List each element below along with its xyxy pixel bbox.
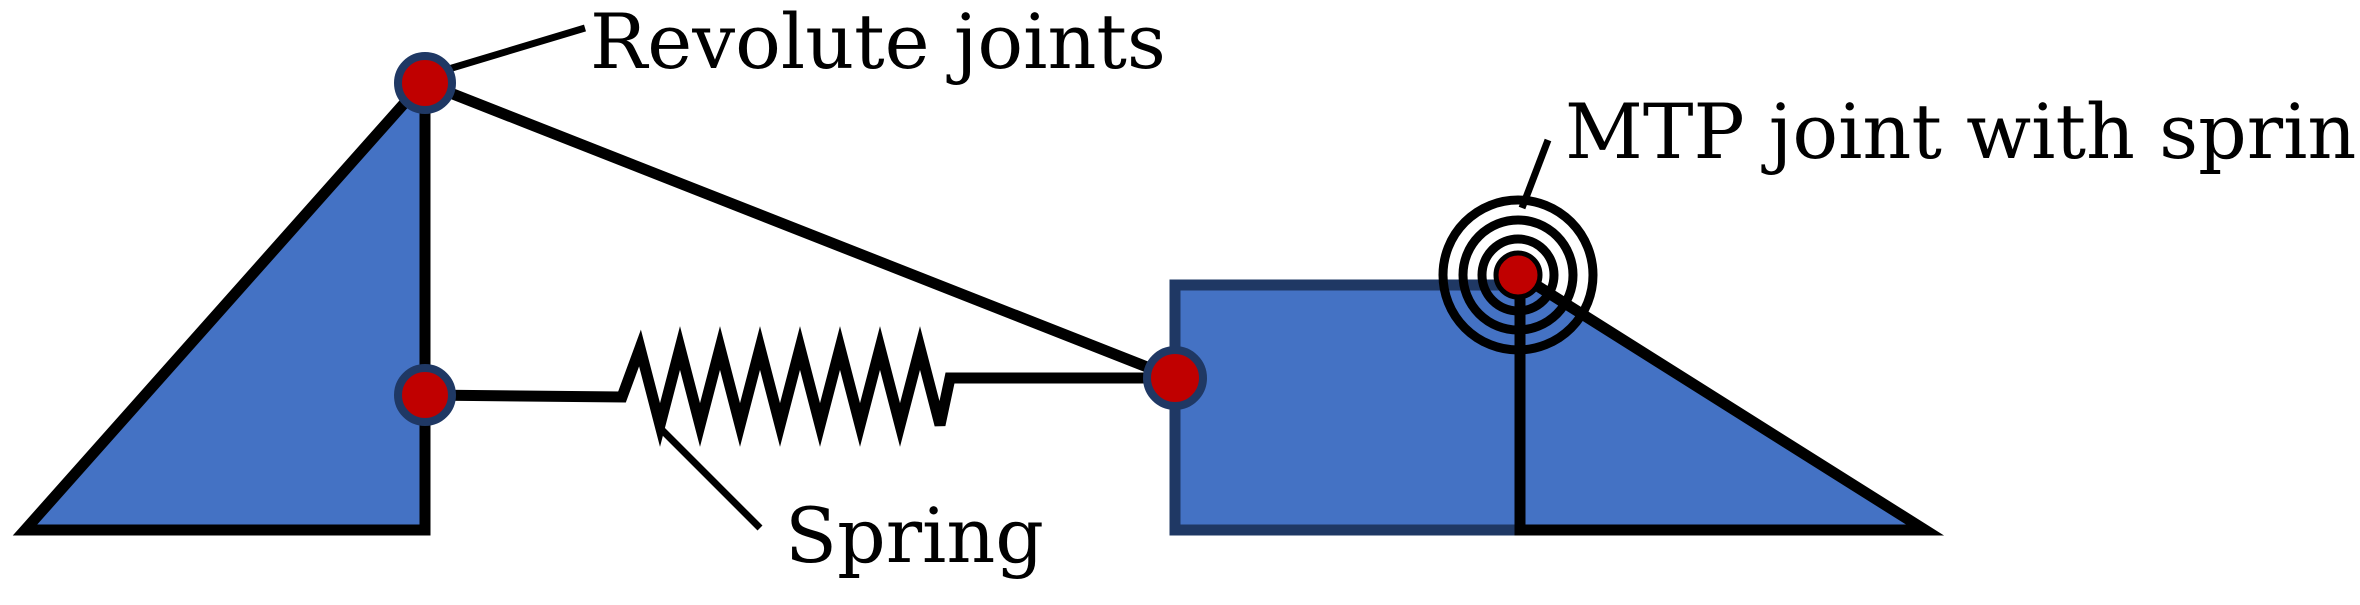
revolute-joint-rectangle	[1143, 346, 1207, 410]
right-rectangle-body	[1169, 279, 1526, 536]
diagonal-link	[422, 77, 1178, 384]
revolute-joint-middle	[394, 364, 456, 426]
mtp-torsion-spring	[1438, 195, 1598, 355]
left-triangle-body	[12, 65, 431, 536]
spring-leader	[659, 427, 763, 531]
revolute-joint-top	[394, 52, 456, 114]
mtp-joint	[1493, 250, 1543, 300]
torsion-ring-middle	[1458, 215, 1578, 335]
torsion-ring-outer	[1438, 195, 1598, 355]
spring-zigzag	[424, 326, 1175, 447]
spring-label: Spring	[785, 491, 1044, 580]
mtp-joint-label: MTP joint with spring	[1565, 87, 2360, 176]
torsion-ring-inner	[1477, 234, 1559, 316]
revolute-joints-leader	[430, 24, 587, 78]
spring	[424, 326, 1175, 447]
revolute-joints-label: Revolute joints	[590, 0, 1166, 86]
